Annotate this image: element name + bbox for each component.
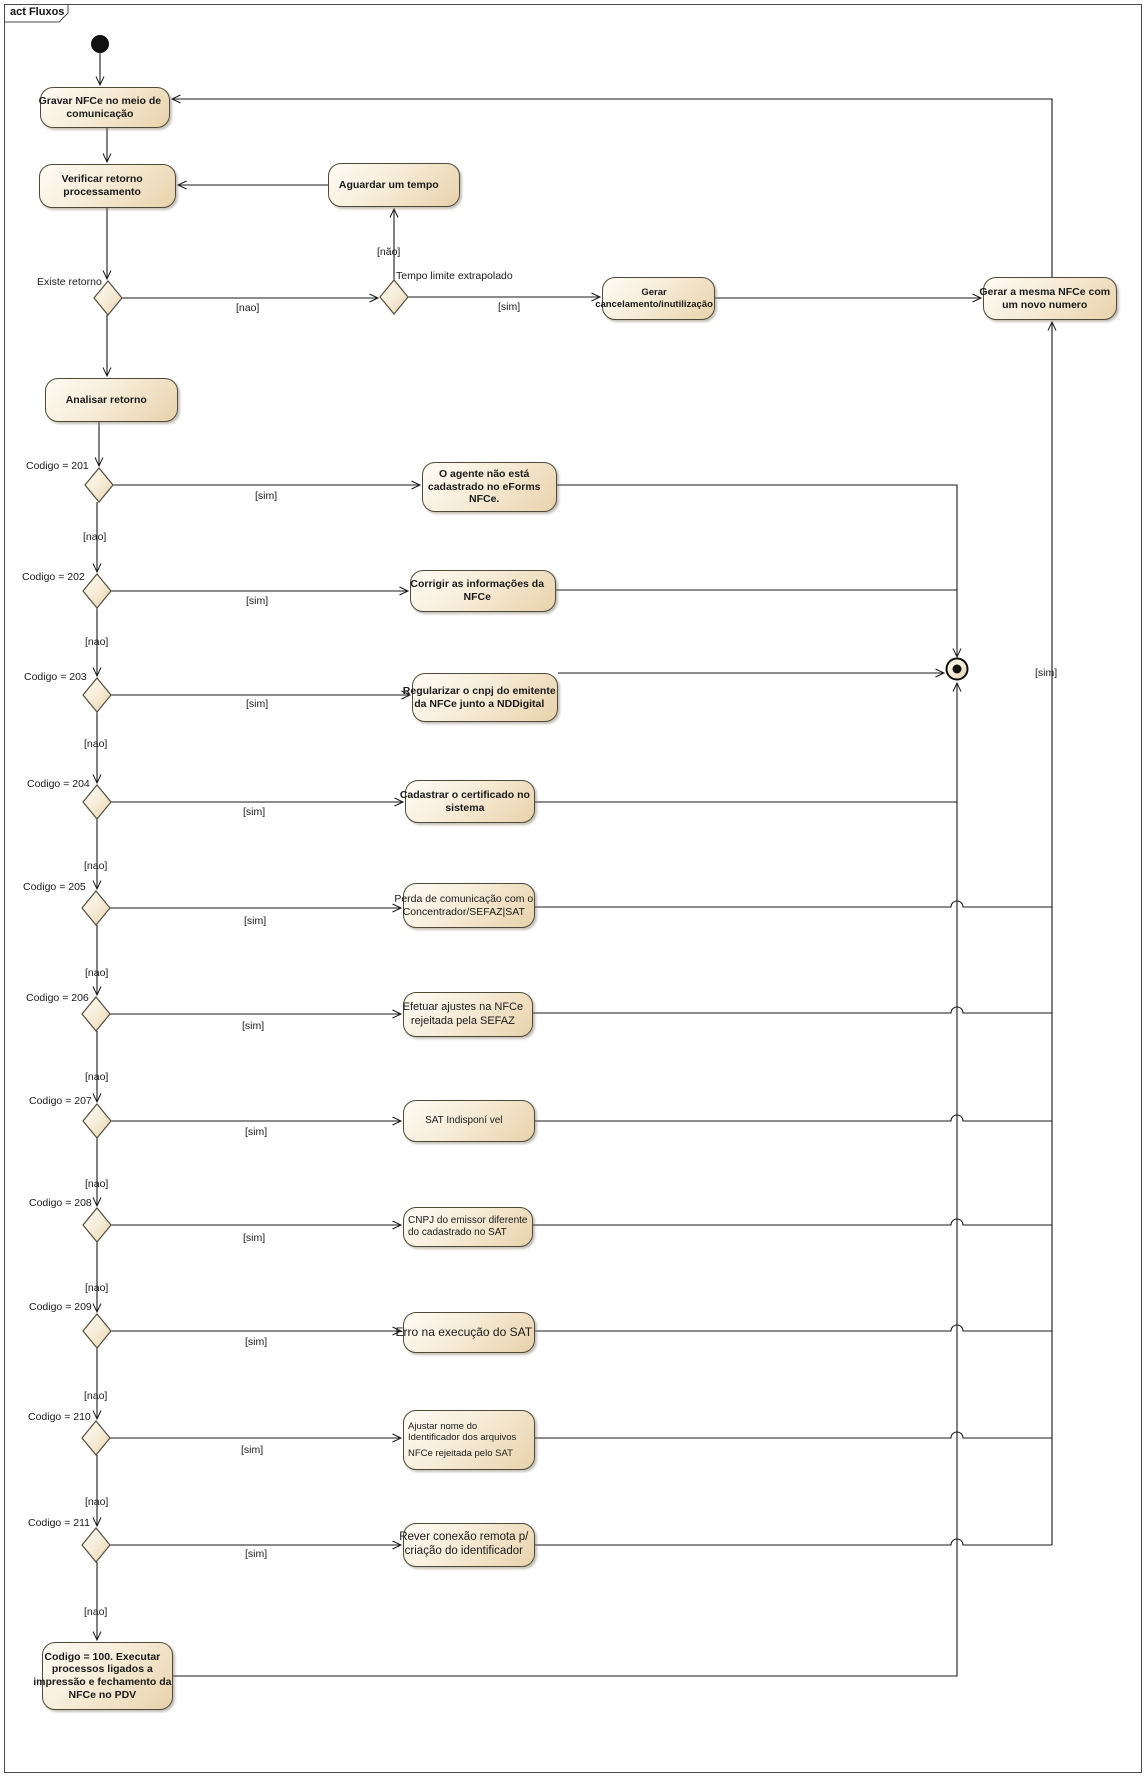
sim-label-210: [sim] — [241, 1444, 264, 1456]
decision-codigo-211 — [81, 1527, 111, 1563]
frame-border — [4, 4, 1142, 1773]
action-corrigir-informacoes: Corrigir as informações da NFCe — [410, 570, 556, 612]
guard-nao-existe: [nao] — [236, 302, 260, 314]
code-label-211: Codigo = 211 — [28, 1517, 90, 1529]
action-perda-comunicacao: Perda de comunicação com o Concentrador/… — [394, 883, 535, 928]
decision-codigo-208 — [82, 1207, 112, 1243]
sim-label-203: [sim] — [246, 698, 269, 710]
code-label-207: Codigo = 207 — [29, 1095, 92, 1107]
nao-label-210: [nao] — [85, 1496, 109, 1508]
action-regularizar-cnpj: Regularizar o cnpj do emitente da NFCe j… — [403, 673, 558, 722]
flow-edges — [92, 53, 1057, 1677]
final-node — [945, 657, 969, 681]
decision-codigo-207 — [82, 1103, 112, 1139]
activity-gravar-nfce: Gravar NFCe no meio de comunicação — [39, 87, 170, 128]
guard-sim-tempo: [sim] — [498, 301, 521, 313]
nao-label-202: [nao] — [85, 636, 109, 648]
action-cnpj-diferente: CNPJ do emissor diferente do cadastrado … — [403, 1207, 533, 1247]
decision-existe-retorno — [93, 280, 123, 316]
action-sat-indisponivel: SAT Indisponí vel — [403, 1100, 535, 1142]
nao-label-209: [nao] — [84, 1390, 108, 1402]
sim-label-211: [sim] — [245, 1548, 268, 1560]
decision-codigo-201 — [84, 467, 114, 503]
sim-label-208: [sim] — [243, 1232, 266, 1244]
sim-label-206: [sim] — [242, 1020, 265, 1032]
code-label-205: Codigo = 205 — [23, 881, 86, 893]
sim-label-202: [sim] — [246, 595, 269, 607]
decision-codigo-210 — [81, 1420, 111, 1456]
action-agente-nao-cadastrado: O agente não está cadastrado no eForms N… — [422, 462, 557, 512]
guard-existe-retorno: Existe retorno — [37, 276, 102, 288]
action-line-1: Ajustar nome do Identificador dos arquiv… — [408, 1420, 517, 1444]
decision-codigo-209 — [82, 1313, 112, 1349]
activity-verificar-retorno: Verificar retorno processamento — [39, 164, 176, 208]
start-node — [91, 35, 109, 53]
guard-sim-loop: [sim] — [1035, 667, 1058, 679]
code-label-201: Codigo = 201 — [26, 460, 89, 472]
nao-label-203: [nao] — [84, 738, 108, 750]
nao-label-207: [nao] — [85, 1178, 109, 1190]
guard-tempo-limite: Tempo limite extrapolado — [396, 270, 513, 282]
sim-label-204: [sim] — [243, 806, 266, 818]
activity-aguardar-tempo: Aguardar um tempo — [328, 163, 460, 207]
action-erro-execucao-sat: Erro na execução do SAT — [396, 1312, 535, 1353]
nao-label-206: [nao] — [85, 1071, 109, 1083]
nao-label-208: [nao] — [85, 1282, 109, 1294]
activity-gerar-mesma-nfce: Gerar a mesma NFCe com um novo numero — [979, 277, 1117, 320]
sim-label-207: [sim] — [245, 1126, 268, 1138]
code-label-209: Codigo = 209 — [29, 1301, 92, 1313]
nao-label-211: [nao] — [84, 1606, 108, 1618]
code-label-208: Codigo = 208 — [29, 1197, 92, 1209]
code-label-206: Codigo = 206 — [26, 992, 89, 1004]
action-rever-conexao: Rever conexão remota p/ criação do ident… — [399, 1523, 535, 1567]
decision-tempo-limite — [379, 279, 409, 315]
code-label-204: Codigo = 204 — [27, 778, 90, 790]
nao-label-204: [nao] — [84, 860, 108, 872]
decision-codigo-205 — [81, 890, 111, 926]
decision-codigo-203 — [82, 677, 112, 713]
action-ajustar-identificador: Ajustar nome do Identificador dos arquiv… — [403, 1410, 535, 1470]
decision-codigo-204 — [82, 784, 112, 820]
action-efetuar-ajustes: Efetuar ajustes na NFCe rejeitada pela S… — [403, 992, 533, 1037]
frame-title: act Fluxos — [10, 6, 65, 18]
nao-label-205: [nao] — [85, 967, 109, 979]
activity-analisar-retorno: Analisar retorno — [45, 378, 178, 422]
action-line-2: NFCe rejeitada pelo SAT — [408, 1447, 513, 1459]
activity-gerar-cancelamento: Gerar cancelamento/inutilização — [595, 277, 715, 320]
sim-label-201: [sim] — [255, 490, 278, 502]
decision-codigo-206 — [81, 996, 111, 1032]
guard-nao-tempo: [não] — [377, 246, 401, 258]
code-label-202: Codigo = 202 — [22, 571, 85, 583]
code-label-203: Codigo = 203 — [24, 671, 87, 683]
activity-codigo-100: Codigo = 100. Executar processos ligados… — [33, 1642, 173, 1710]
frame-tab — [4, 4, 69, 23]
sim-label-209: [sim] — [245, 1336, 268, 1348]
nao-label-201: [nao] — [83, 531, 107, 543]
decision-codigo-202 — [82, 573, 112, 609]
sim-label-205: [sim] — [244, 915, 267, 927]
action-cadastrar-certificado: Cadastrar o certificado no sistema — [400, 780, 535, 823]
code-label-210: Codigo = 210 — [28, 1411, 91, 1423]
